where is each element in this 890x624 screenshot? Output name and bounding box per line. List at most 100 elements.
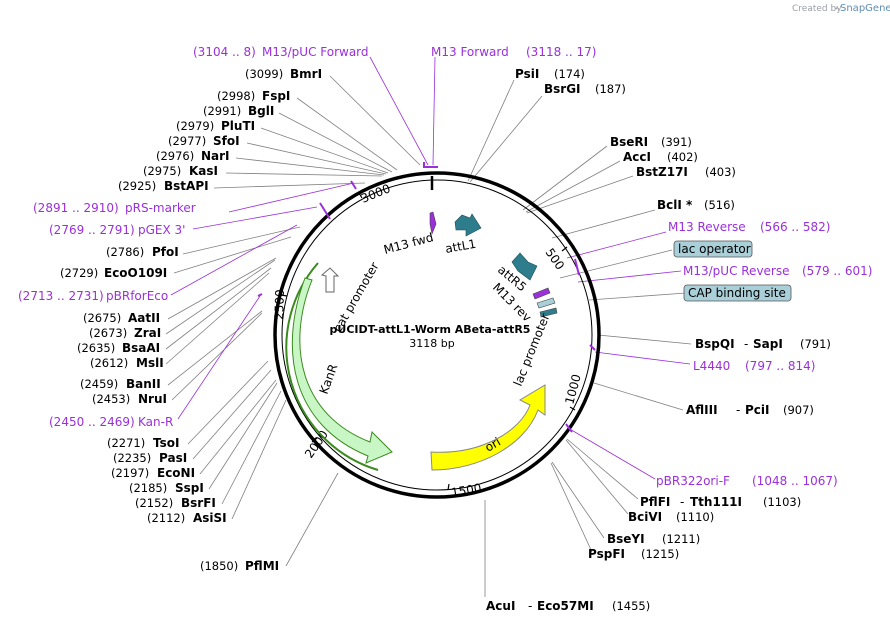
enzyme-pos: (1215): [641, 547, 679, 561]
primer-mark: [589, 344, 596, 351]
primer-pos-m13-reverse: (566 .. 582): [760, 220, 830, 234]
leader-line: [246, 142, 387, 175]
primer-mark: [574, 258, 580, 276]
enzyme-name: MslI: [136, 356, 164, 370]
primer-pos-m13-puc-forward: (3104 .. 8): [193, 45, 256, 59]
enzyme-name: ZraI: [134, 326, 161, 340]
credit-prefix: Created by: [792, 4, 842, 14]
enzyme-name: NruI: [138, 392, 167, 406]
primer-name-prs-marker: pRS-marker: [125, 201, 196, 215]
leader-line: [278, 112, 393, 173]
primer-pos-m13-puc-reverse: (579 .. 601): [802, 264, 872, 278]
enzyme-name: BanII: [126, 377, 161, 391]
enzyme-pos: (187): [595, 82, 626, 96]
primer-pos-pgex3: (2769 .. 2791): [49, 223, 135, 237]
enzyme-name: BspQI: [695, 337, 735, 351]
ori-label: ori: [483, 435, 504, 455]
tick-label-3000: 3000: [359, 181, 393, 205]
lac-promoter-mark: [539, 307, 558, 318]
leader-line: [170, 224, 298, 296]
enzyme-name: SspI: [175, 481, 204, 495]
leader-line: [285, 472, 339, 567]
leader-line: [469, 95, 543, 183]
enzyme-name: FspI: [262, 89, 290, 103]
tick-label-1000: 1000: [562, 373, 583, 406]
leader-line: [167, 310, 263, 386]
enzyme-separator: -: [528, 599, 532, 613]
ori-arrow: [430, 384, 546, 471]
tick-mark: [358, 192, 363, 199]
enzyme-pos: (2271): [107, 436, 145, 450]
kanr-label: KanR: [317, 362, 341, 396]
primer-name-m13-forward: M13 Forward: [431, 45, 509, 59]
enzyme-name: PciI: [745, 403, 770, 417]
enzyme-name: AatII: [128, 311, 160, 325]
enzyme-name: PflMI: [245, 559, 279, 573]
plasmid-name: pUCIDT-attL1-Worm ABeta-attR5: [330, 323, 531, 336]
enzyme-name: BstAPI: [164, 179, 209, 193]
leader-line: [550, 462, 593, 553]
enzyme-name: SfoI: [213, 134, 240, 148]
enzyme-pos: (2612): [90, 356, 128, 370]
kanr-arrow: [291, 277, 393, 464]
primer-name-kan-r: Kan-R: [138, 415, 173, 429]
leader-line: [597, 334, 692, 345]
snapgene-logo-icon: ⌁: [834, 4, 839, 14]
primer-pos-kan-r: (2450 .. 2469): [49, 415, 135, 429]
tick-label-1500: 1500: [450, 481, 483, 500]
tick-mark: [561, 246, 568, 252]
leader-line: [551, 209, 656, 239]
enzyme-pos: (2235): [113, 451, 151, 465]
leader-line: [228, 182, 355, 213]
enzyme-pos: (907): [783, 403, 814, 417]
leader-line: [221, 390, 282, 505]
leader-line: [165, 272, 270, 365]
cat-promoter-arrow: [320, 267, 340, 293]
position-ticks: [280, 192, 576, 491]
primer-mark: [565, 423, 573, 433]
primer-mark: [319, 202, 331, 220]
leader-line: [171, 312, 263, 401]
enzyme-pos: (2976): [156, 149, 194, 163]
enzyme-pos: (2453): [92, 392, 130, 406]
enzyme-leader-lines: [165, 75, 692, 597]
leader-line: [231, 399, 287, 520]
enzyme-name: BciVI: [628, 510, 662, 524]
enzyme-name: BstZ17I: [636, 165, 688, 179]
leader-line: [165, 267, 272, 350]
leader-line: [192, 206, 318, 230]
enzyme-pos: (2786): [106, 245, 144, 259]
leader-line: [329, 75, 421, 166]
enzyme-pos: (791): [800, 337, 831, 351]
enzyme-separator: -: [736, 403, 740, 417]
leader-line: [593, 382, 684, 411]
enzyme-name: PfoI: [152, 245, 179, 259]
primer-pos-pbrforeco: (2713 .. 2731): [18, 289, 104, 303]
tick-mark: [280, 294, 288, 297]
enzyme-name: BsrFI: [181, 496, 216, 510]
enzymes-right: PsiI (174) BsrGI (187) BseRI (391) AccI …: [486, 67, 831, 613]
enzyme-pos: (2925): [118, 179, 156, 193]
primer-marks: [257, 162, 596, 433]
enzyme-name: AccI: [623, 150, 651, 164]
tick-mark: [569, 406, 576, 411]
tick-mark: [311, 437, 318, 443]
enzyme-pos: (2729): [60, 266, 98, 280]
leader-line: [594, 351, 691, 365]
plasmid-size: 3118 bp: [409, 337, 454, 350]
enzyme-pos: (2112): [147, 511, 185, 525]
enzyme-name: AflIII: [686, 403, 718, 417]
enzyme-pos: (3099): [245, 67, 283, 81]
primer-mark: [350, 180, 357, 190]
enzyme-separator: -: [680, 495, 684, 509]
primer-mark: [423, 162, 438, 168]
enzyme-pos: (2152): [135, 496, 173, 510]
enzyme-name: AsiSI: [193, 511, 227, 525]
leader-line: [199, 379, 277, 475]
enzyme-pos: (1110): [676, 510, 714, 524]
enzyme-pos: (1211): [662, 532, 700, 546]
primer-name-m13-puc-reverse: M13/pUC Reverse: [683, 264, 790, 278]
leader-line: [296, 97, 398, 171]
leader-line: [566, 438, 639, 500]
